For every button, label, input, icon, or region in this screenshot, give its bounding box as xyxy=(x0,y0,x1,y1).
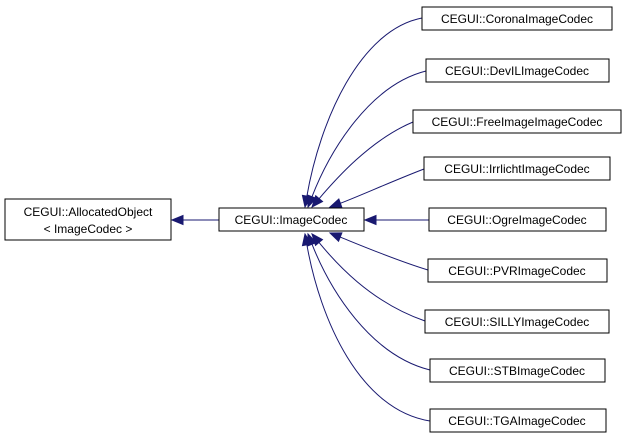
node-ogre-image-codec-label: CEGUI::OgreImageCodec xyxy=(447,213,586,227)
edge-stb-to-image-codec xyxy=(311,243,431,371)
node-irrlicht-image-codec-label: CEGUI::IrrlichtImageCodec xyxy=(444,162,589,176)
edge-ogre-to-image-codec-arrowhead xyxy=(363,214,377,226)
node-ogre-image-codec[interactable]: CEGUI::OgreImageCodec xyxy=(428,207,607,232)
node-tga-image-codec-label: CEGUI::TGAImageCodec xyxy=(448,414,585,428)
node-pvr-image-codec[interactable]: CEGUI::PVRImageCodec xyxy=(427,258,608,283)
node-devil-image-codec[interactable]: CEGUI::DevILImageCodec xyxy=(425,58,610,83)
node-allocated-object[interactable]: CEGUI::AllocatedObject < ImageCodec > xyxy=(4,198,172,241)
node-stb-image-codec[interactable]: CEGUI::STBImageCodec xyxy=(429,358,606,383)
node-tga-image-codec[interactable]: CEGUI::TGAImageCodec xyxy=(429,408,607,433)
node-allocated-object-label-line1: CEGUI::AllocatedObject xyxy=(24,205,153,219)
node-allocated-object-label-line2: < ImageCodec > xyxy=(44,222,133,236)
edge-freeimage-to-image-codec-arrowhead xyxy=(311,194,324,209)
edge-pvr-to-image-codec-arrowhead xyxy=(328,232,343,243)
edge-silly-to-image-codec xyxy=(317,241,426,322)
edge-freeimage-to-image-codec xyxy=(318,121,414,200)
node-silly-image-codec-label: CEGUI::SILLYImageCodec xyxy=(445,315,590,329)
node-corona-image-codec-label: CEGUI::CoronaImageCodec xyxy=(441,12,593,26)
edge-irrlicht-to-image-codec-arrowhead xyxy=(328,198,343,209)
edge-image-codec-to-allocated-object-arrowhead xyxy=(170,214,184,226)
node-irrlicht-image-codec[interactable]: CEGUI::IrrlichtImageCodec xyxy=(423,156,611,181)
node-freeimage-image-codec[interactable]: CEGUI::FreeImageImageCodec xyxy=(412,109,622,134)
node-freeimage-image-codec-label: CEGUI::FreeImageImageCodec xyxy=(432,115,603,129)
edge-tga-to-image-codec-arrowhead xyxy=(301,232,313,247)
node-silly-image-codec[interactable]: CEGUI::SILLYImageCodec xyxy=(424,309,610,334)
inheritance-edges xyxy=(170,17,431,422)
node-corona-image-codec[interactable]: CEGUI::CoronaImageCodec xyxy=(421,6,613,31)
edge-tga-to-image-codec xyxy=(306,243,431,422)
edge-devil-to-image-codec-arrowhead xyxy=(307,194,318,209)
edge-devil-to-image-codec xyxy=(311,70,427,198)
node-image-codec[interactable]: CEGUI::ImageCodec xyxy=(218,207,365,232)
edge-corona-to-image-codec xyxy=(306,17,423,198)
node-pvr-image-codec-label: CEGUI::PVRImageCodec xyxy=(448,264,585,278)
edge-irrlicht-to-image-codec xyxy=(339,168,425,205)
node-stb-image-codec-label: CEGUI::STBImageCodec xyxy=(449,364,585,378)
node-devil-image-codec-label: CEGUI::DevILImageCodec xyxy=(445,64,589,78)
edge-pvr-to-image-codec xyxy=(339,236,429,271)
node-image-codec-label: CEGUI::ImageCodec xyxy=(235,213,348,227)
